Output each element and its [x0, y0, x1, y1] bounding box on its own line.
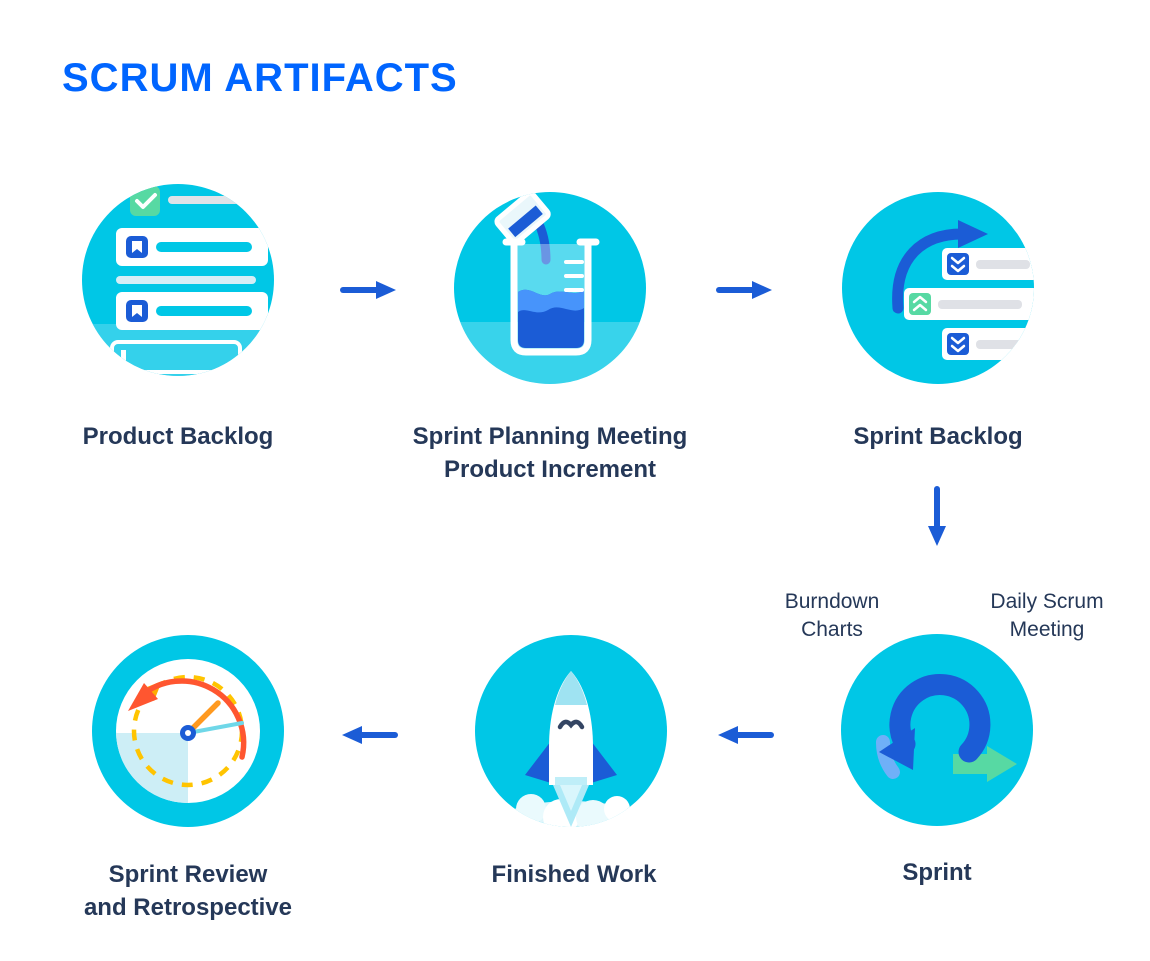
finished-work-node: [475, 635, 667, 827]
arrow-right-icon-1: [340, 278, 398, 307]
sprint-node: [841, 634, 1033, 826]
daily-scrum-meeting-annotation: Daily Scrum Meeting: [990, 590, 1104, 641]
product-backlog-label: Product Backlog: [82, 423, 274, 450]
arrow-right-icon-2: [716, 278, 774, 307]
sprint-backlog-list-icon: [842, 192, 1034, 384]
arrow-left-icon-2: [340, 723, 398, 752]
sprint-backlog-label: Sprint Backlog: [853, 423, 1023, 450]
burndown-charts-annotation: Burndown Charts: [784, 590, 880, 641]
stopwatch-icon: [92, 635, 284, 827]
sprint-label: Sprint: [902, 859, 972, 886]
finished-work-label: Finished Work: [491, 861, 657, 888]
arrow-down-icon: [925, 486, 949, 555]
page-title: SCRUM ARTIFACTS: [62, 56, 458, 100]
arrow-left-icon-1: [716, 723, 774, 752]
sprint-loop-icon: [841, 634, 1033, 826]
sprint-planning-node: [454, 192, 646, 384]
sprint-review-node: [92, 635, 284, 827]
beaker-pour-icon: [454, 192, 646, 384]
rocket-icon: [475, 635, 667, 827]
backlog-list-icon: [82, 184, 274, 376]
sprint-review-label: Sprint Review and Retrospective: [83, 861, 293, 921]
product-backlog-node: [82, 184, 274, 376]
sprint-backlog-node: [842, 192, 1034, 384]
sprint-planning-label: Sprint Planning Meeting Product Incremen…: [412, 423, 688, 483]
